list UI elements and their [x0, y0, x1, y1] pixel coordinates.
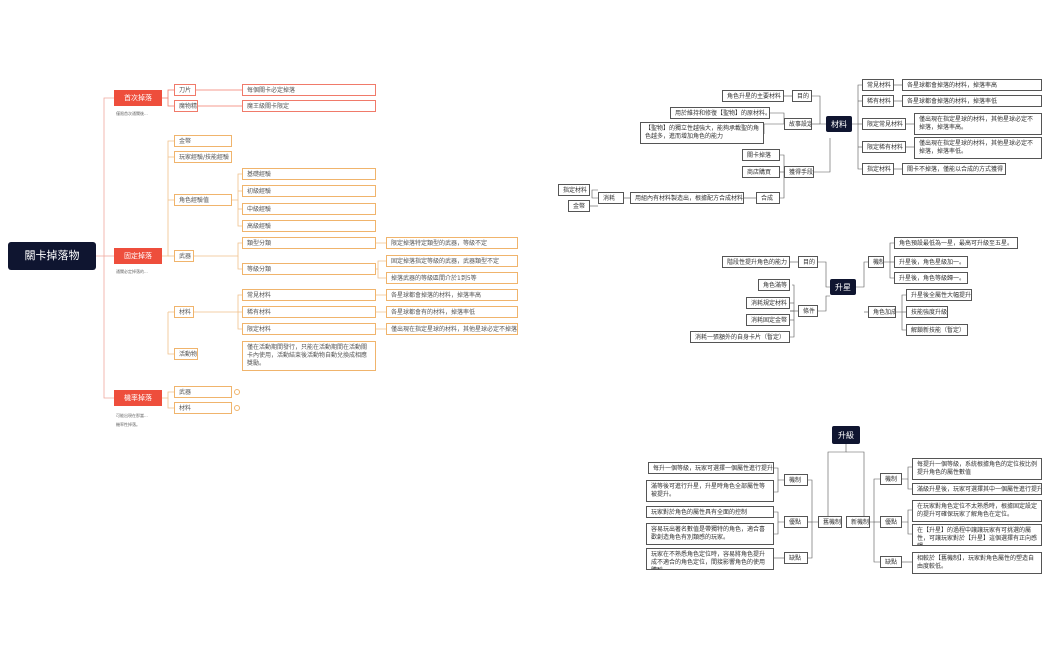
- material-story-item-1: 用於維持和修復【聖物】的原材料。: [670, 107, 770, 119]
- weapon-level-desc-2: 掉落武器的等級區間介於1到5等: [386, 272, 518, 284]
- expand-material-icon[interactable]: [234, 405, 240, 411]
- obtain-node[interactable]: 獲得手段: [784, 166, 814, 178]
- character-exp-node[interactable]: 角色經驗值: [174, 194, 232, 206]
- common-material-desc: 各星球都會掉落的材料，掉落率高: [386, 289, 518, 301]
- synth-desc: 用組內有材料製造出，根據配方合成材料: [630, 192, 744, 204]
- material-story-item-2: 【聖物】的獨立性越強大，能夠承載聖的角色越多，進而增加角色的能力: [640, 122, 764, 144]
- material-purpose-node[interactable]: 目的: [792, 90, 812, 102]
- fixed-drop-note: 通關必定掉落的...: [116, 269, 148, 274]
- new-mechanism-node[interactable]: 新機制: [846, 516, 870, 528]
- rare-material-node[interactable]: 稀有材料: [242, 306, 376, 318]
- consume-gold-node[interactable]: 金幣: [568, 200, 590, 212]
- old-flaw-label[interactable]: 缺點: [784, 552, 808, 564]
- chance-drop-note-2: 機率性掉落。: [116, 422, 140, 427]
- material-center-node[interactable]: 材料: [826, 116, 852, 132]
- star-mechanism-node[interactable]: 機制: [868, 256, 884, 268]
- old-mech-item-2: 滿等後可進行升星，升星時角色全部屬性等被提升。: [646, 480, 774, 502]
- type-limited-common-desc: 僅出現在指定星球的材料，其他星球必定不掉落，掉落率高。: [914, 113, 1042, 135]
- common-material-node[interactable]: 常見材料: [242, 289, 376, 301]
- blade-desc: 每個關卡必定掉落: [242, 84, 376, 96]
- weapon-level-node[interactable]: 等級分類: [242, 263, 376, 275]
- demon-essence-desc: 魔王級關卡限定: [242, 100, 376, 112]
- new-merit-label[interactable]: 優點: [880, 516, 902, 528]
- new-mech-label[interactable]: 機制: [880, 473, 902, 485]
- star-condition-item-1: 角色滿等: [758, 279, 790, 291]
- exp-low-node[interactable]: 初級經驗: [242, 185, 376, 197]
- weapon-level-desc: 固定掉落指定等級的武器，武器類型不定: [386, 255, 518, 267]
- star-mechanism-item-2: 升星後，角色星級加一。: [894, 256, 968, 268]
- old-mech-label[interactable]: 機制: [784, 474, 808, 486]
- type-limited-rare-node[interactable]: 限定稀有材料: [862, 141, 906, 153]
- new-mech-item-1: 每提升一個等級，系統根據角色的定位按比例提升角色的屬性數值: [912, 458, 1042, 480]
- old-merit-item-2: 容易玩出著名數值是帶獨特的角色，適合喜歡創造角色有別類感的玩家。: [646, 523, 774, 545]
- star-condition-item-4: 消耗一張額外的自身卡片（暫定）: [690, 331, 790, 343]
- star-mechanism-item-3: 升星後，角色等級歸一。: [894, 272, 968, 284]
- chance-material-node[interactable]: 材料: [174, 402, 232, 414]
- star-center-node[interactable]: 升星: [830, 279, 856, 295]
- root-title: 關卡掉落物: [8, 242, 96, 270]
- first-drop-note: 僅限首次通關後...: [116, 111, 148, 116]
- old-mech-item-1: 每升一個等級，玩家可選擇一個屬性進行提升: [648, 462, 774, 474]
- limited-material-node[interactable]: 限定材料: [242, 323, 376, 335]
- fixed-drop-node[interactable]: 固定掉落: [114, 248, 162, 264]
- exp-basic-node[interactable]: 基礎經驗: [242, 168, 376, 180]
- exp-high-node[interactable]: 高級經驗: [242, 220, 376, 232]
- chance-drop-node[interactable]: 機率掉落: [114, 390, 162, 406]
- weapon-node[interactable]: 武器: [174, 250, 194, 262]
- consume-node[interactable]: 消耗: [598, 192, 624, 204]
- exp-mid-node[interactable]: 中級經驗: [242, 203, 376, 215]
- blade-node[interactable]: 刀片: [174, 84, 196, 96]
- new-merit-item-1: 在玩家對角色定位不太熟悉時，根據固定設定的提升可確保玩家了解角色在定位。: [912, 500, 1042, 522]
- weapon-type-desc: 限定掉落特定類型的武器，等級不定: [386, 237, 518, 249]
- weapon-type-node[interactable]: 類型分類: [242, 237, 376, 249]
- synth-node[interactable]: 合成: [756, 192, 780, 204]
- type-limited-common-node[interactable]: 限定常見材料: [862, 118, 906, 130]
- new-flaw-item-1: 相較於【舊機制】，玩家對角色屬性的塑造自由度較低。: [912, 552, 1042, 574]
- star-bonus-item-1: 升星後全屬性大幅提升: [906, 289, 972, 301]
- limited-material-desc: 僅出現在指定星球的材料，其他星球必定不掉落: [386, 323, 518, 335]
- star-bonus-node[interactable]: 角色加成: [868, 306, 896, 318]
- new-mech-item-2: 滿級升星後，玩家可選擇其中一個屬性進行提升: [912, 483, 1042, 495]
- demon-essence-node[interactable]: 魔物精: [174, 100, 198, 112]
- chance-drop-note-1: 可能出現在那當...: [116, 413, 148, 418]
- old-flaw-item-1: 玩家在不熟悉角色定位時，容易將角色提升成不適合的角色定位，間接影響角色的使用體驗…: [646, 548, 774, 570]
- first-drop-node[interactable]: 首次掉落: [114, 90, 162, 106]
- old-mechanism-node[interactable]: 舊機制: [818, 516, 842, 528]
- type-designated-desc: 關卡不掉落，僅能以合成的方式獲得: [902, 163, 1006, 175]
- upgrade-center-node[interactable]: 升級: [832, 426, 860, 444]
- material-node[interactable]: 材料: [174, 306, 194, 318]
- consume-designated-node[interactable]: 指定材料: [558, 184, 590, 196]
- obtain-shop-node[interactable]: 商店購買: [742, 166, 780, 178]
- star-condition-item-2: 消耗規定材料: [746, 297, 790, 309]
- star-bonus-item-2: 技能強度升級: [906, 306, 948, 318]
- star-condition-item-3: 消耗固定金幣: [746, 314, 790, 326]
- star-purpose-node[interactable]: 目的: [798, 256, 818, 268]
- type-limited-rare-desc: 僅出現在指定星球的材料，其他星球必定不掉落，掉落率低。: [914, 137, 1042, 159]
- star-bonus-item-3: 解鎖新技能（暫定）: [906, 324, 968, 336]
- type-common-desc: 各星球都會掉落的材料，掉落率高: [902, 79, 1042, 91]
- material-purpose-desc: 角色升星的主要材料: [722, 90, 784, 102]
- event-item-desc: 僅在活動期間發行，只能在活動期間在活動關卡內使用，活動結束後活動物自動兌換成相應…: [242, 341, 376, 371]
- old-merit-item-1: 玩家對於角色的屬性具有全面的控制: [646, 506, 774, 518]
- star-purpose-desc: 階段性提升角色的能力: [722, 256, 790, 268]
- star-mechanism-item-1: 角色預設最低為一星，最高可升級至五星。: [894, 237, 1018, 249]
- type-rare-node[interactable]: 稀有材料: [862, 95, 894, 107]
- material-story-node[interactable]: 故事設定: [784, 118, 812, 130]
- player-exp-node[interactable]: 玩家經驗/技能經驗: [174, 151, 232, 163]
- old-merit-label[interactable]: 優點: [784, 516, 808, 528]
- obtain-stage-drop-node[interactable]: 關卡掉落: [742, 149, 780, 161]
- new-merit-item-2: 在【升星】的過程中讓讓玩家有可挑選的屬性，可讓玩家對於【升星】這個選擇有正向感觸…: [912, 524, 1042, 546]
- event-item-node[interactable]: 活動物: [174, 348, 198, 360]
- type-rare-desc: 各星球都會掉落的材料，掉落率低: [902, 95, 1042, 107]
- new-flaw-label[interactable]: 缺點: [880, 556, 902, 568]
- chance-weapon-node[interactable]: 武器: [174, 386, 232, 398]
- star-condition-node[interactable]: 條件: [798, 305, 818, 317]
- type-designated-node[interactable]: 指定材料: [862, 163, 894, 175]
- gold-node[interactable]: 金幣: [174, 135, 232, 147]
- type-common-node[interactable]: 常見材料: [862, 79, 894, 91]
- expand-weapon-icon[interactable]: [234, 389, 240, 395]
- rare-material-desc: 各星球都會有的材料，掉落率低: [386, 306, 518, 318]
